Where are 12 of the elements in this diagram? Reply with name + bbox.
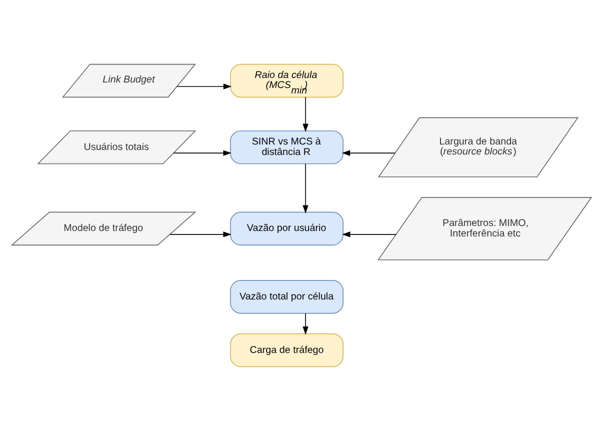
arrow xyxy=(173,150,232,156)
arrow xyxy=(302,96,308,132)
node-box: Carga de tráfego xyxy=(230,332,344,367)
arrow xyxy=(342,231,396,237)
node-box: Vazão por usuário xyxy=(230,211,344,245)
arrow xyxy=(302,162,308,213)
arrow xyxy=(170,231,232,237)
arrow xyxy=(342,150,396,156)
node-box: SINR vs MCS à distância R xyxy=(230,130,344,164)
node-box: Vazão total por célula xyxy=(230,280,344,314)
arrow xyxy=(302,312,308,334)
arrow xyxy=(176,83,232,89)
